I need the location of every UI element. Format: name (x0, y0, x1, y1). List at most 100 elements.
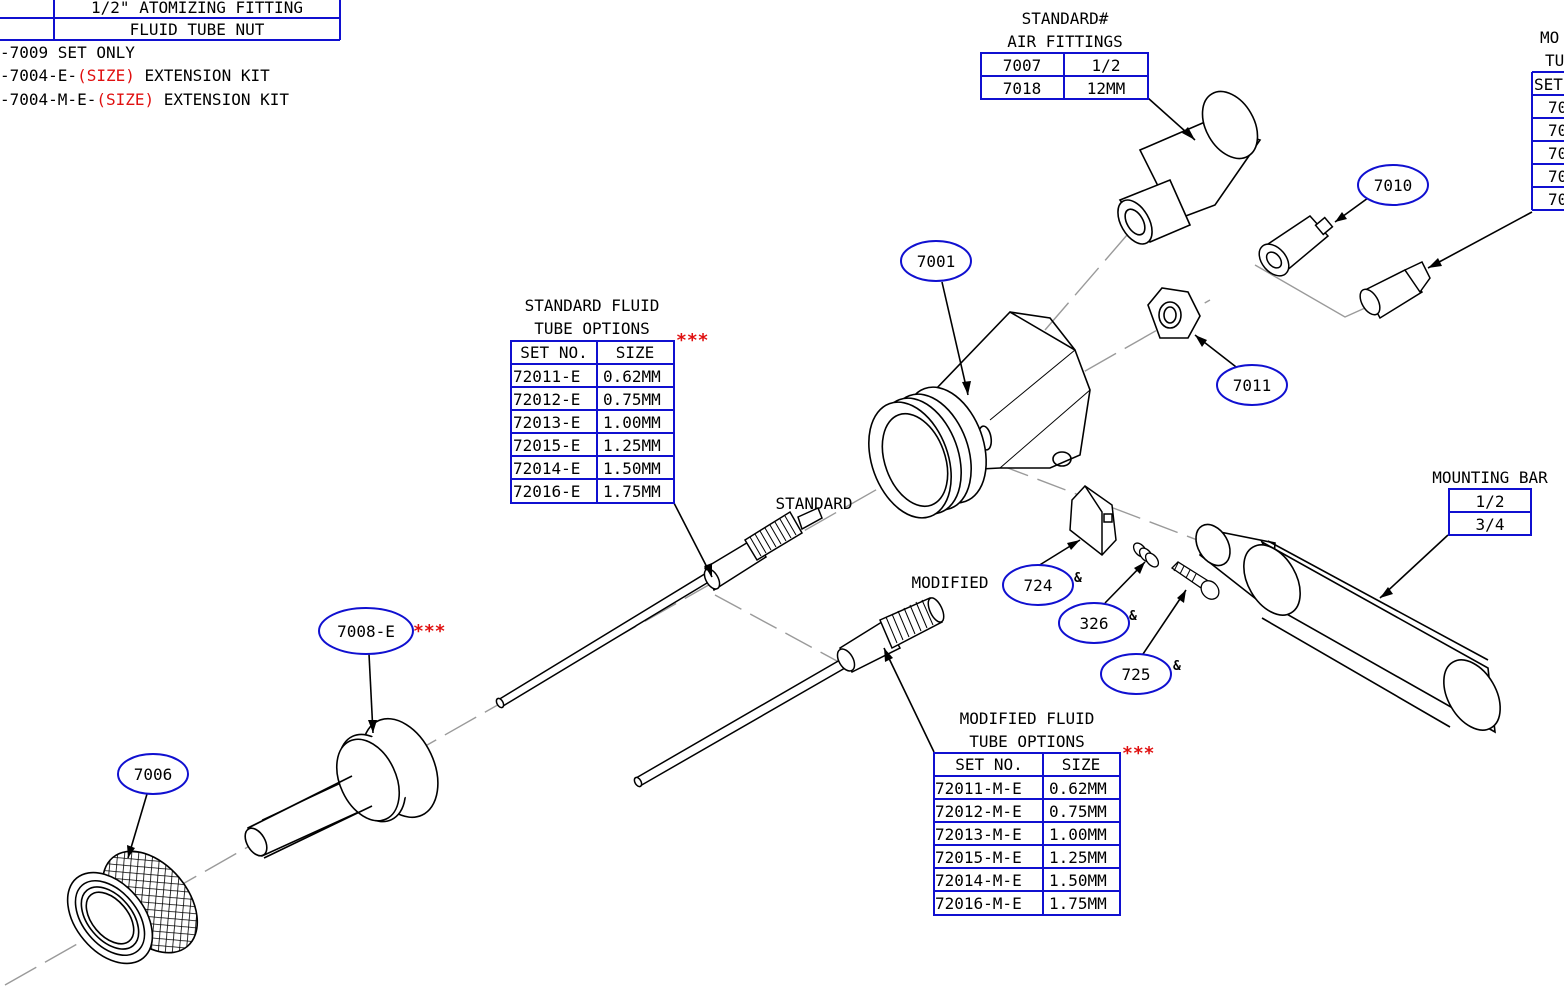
partial-title1: MO (1540, 28, 1559, 47)
callout-326-text: 326 (1080, 614, 1109, 633)
modified-fluid-tube-table: MODIFIED FLUID TUBE OPTIONS *** SET NO. … (933, 709, 1155, 916)
air-fittings-cell: 12MM (1087, 79, 1126, 98)
standard-fluid-cell: 72016-E (513, 482, 580, 501)
callout-7011-text: 7011 (1233, 376, 1272, 395)
ampersand-724: & (1074, 571, 1082, 586)
leader-arrowheads (127, 127, 1442, 858)
tube-fitting-part (1359, 261, 1431, 320)
air-fitting-part (1117, 90, 1262, 245)
legend-line2: -7004-E-(SIZE) EXTENSION KIT (0, 66, 270, 85)
callout-7001: 7001 (900, 240, 972, 282)
standard-fluid-title1: STANDARD FLUID (525, 296, 660, 315)
partial-cell: 70 (1548, 144, 1564, 163)
air-fittings-cell: 7007 (1003, 56, 1042, 75)
modified-fluid-title2: TUBE OPTIONS (969, 732, 1085, 751)
air-fittings-cell: 1/2 (1092, 56, 1121, 75)
standard-fluid-cell: 1.75MM (603, 482, 661, 501)
modified-fluid-cell: 1.00MM (1049, 825, 1107, 844)
standard-fluid-cell: 0.62MM (603, 367, 661, 386)
callout-7010: 7010 (1357, 164, 1429, 206)
top-left-legend: 1/2" ATOMIZING FITTING FLUID TUBE NUT -7… (0, 0, 341, 109)
standard-fluid-cell: 72015-E (513, 436, 580, 455)
callout-7010-text: 7010 (1374, 176, 1413, 195)
spring-part (1132, 542, 1160, 568)
partial-cell: 70 (1548, 167, 1564, 186)
modified-fluid-tube-part (633, 597, 945, 788)
modified-tube-partial-table: MO TU SET 70 70 70 70 70 (1531, 28, 1564, 211)
ampersand-725: & (1173, 659, 1181, 674)
callout-7008-e: 7008-E (318, 607, 414, 655)
fitting-7010-part (1258, 215, 1334, 277)
legend-row2: FLUID TUBE NUT (130, 20, 265, 39)
modified-fluid-cell: 1.50MM (1049, 871, 1107, 890)
partial-cell: 70 (1548, 98, 1564, 117)
modified-fluid-cell: 72015-M-E (935, 848, 1022, 867)
partial-cell: 70 (1548, 190, 1564, 209)
clamp-block-part (1069, 485, 1117, 557)
callout-725-text: 725 (1122, 665, 1151, 684)
air-fittings-title2: AIR FITTINGS (1007, 32, 1123, 51)
standard-fluid-header: SIZE (616, 343, 655, 362)
modified-fluid-cell: 1.25MM (1049, 848, 1107, 867)
callout-7001-text: 7001 (917, 252, 956, 271)
legend-line1: -7009 SET ONLY (0, 43, 135, 62)
modified-fluid-cell: 0.75MM (1049, 802, 1107, 821)
callout-7011: 7011 (1216, 364, 1288, 406)
mounting-bar-title: MOUNTING BAR (1432, 468, 1548, 487)
leader-lines (127, 97, 1533, 859)
air-fittings-cell: 7018 (1003, 79, 1042, 98)
air-fittings-title1: STANDARD# (1022, 9, 1109, 28)
ampersand-326: & (1129, 609, 1137, 624)
hex-nut-part (1147, 287, 1201, 339)
modified-fluid-stars: *** (1122, 743, 1155, 764)
modified-fluid-cell: 0.62MM (1049, 779, 1107, 798)
standard-fluid-stars: *** (676, 330, 709, 351)
callout-7006: 7006 (117, 753, 189, 795)
air-fittings-table: STANDARD# AIR FITTINGS 7007 1/2 7018 12M… (980, 9, 1149, 100)
partial-title2: TU (1545, 51, 1564, 70)
legend-line3: -7004-M-E-(SIZE) EXTENSION KIT (0, 90, 289, 109)
standard-label: STANDARD (775, 494, 852, 513)
mounting-bar-cell: 1/2 (1476, 492, 1505, 511)
atomizing-fitting-part (244, 717, 439, 859)
modified-fluid-cell: 72014-M-E (935, 871, 1022, 890)
modified-fluid-cell: 72011-M-E (935, 779, 1022, 798)
callout-725: 725 (1100, 653, 1172, 695)
standard-fluid-cell: 0.75MM (603, 390, 661, 409)
partial-header: SET (1534, 75, 1563, 94)
callout-7008-text: 7008-E (337, 622, 395, 641)
mounting-bar-table: MOUNTING BAR 1/2 3/4 (1432, 468, 1548, 536)
spray-body-part (868, 310, 1091, 519)
modified-fluid-cell: 1.75MM (1049, 894, 1107, 913)
standard-fluid-cell: 72013-E (513, 413, 580, 432)
standard-fluid-cell: 1.00MM (603, 413, 661, 432)
stars-7008: *** (413, 621, 446, 642)
modified-fluid-header: SET NO. (955, 755, 1022, 774)
screw-part (1170, 561, 1220, 600)
standard-fluid-tube-part (495, 506, 823, 709)
modified-fluid-cell: 72012-M-E (935, 802, 1022, 821)
partial-cell: 70 (1548, 121, 1564, 140)
legend-row1: 1/2" ATOMIZING FITTING (91, 0, 303, 17)
standard-fluid-cell: 1.25MM (603, 436, 661, 455)
callout-724: 724 (1002, 564, 1074, 606)
callout-326: 326 (1058, 602, 1130, 644)
standard-fluid-cell: 1.50MM (603, 459, 661, 478)
knurled-nut-part (66, 850, 199, 965)
modified-label: MODIFIED (911, 573, 988, 592)
standard-fluid-header: SET NO. (520, 343, 587, 362)
standard-fluid-cell: 72014-E (513, 459, 580, 478)
standard-fluid-title2: TUBE OPTIONS (534, 319, 650, 338)
modified-fluid-header: SIZE (1062, 755, 1101, 774)
modified-fluid-title1: MODIFIED FLUID (960, 709, 1095, 728)
standard-fluid-cell: 72012-E (513, 390, 580, 409)
standard-fluid-cell: 72011-E (513, 367, 580, 386)
mounting-bar-cell: 3/4 (1476, 515, 1505, 534)
modified-fluid-cell: 72013-M-E (935, 825, 1022, 844)
standard-fluid-tube-table: STANDARD FLUID TUBE OPTIONS *** SET NO. … (510, 296, 709, 504)
callout-7006-text: 7006 (134, 765, 173, 784)
callout-724-text: 724 (1024, 576, 1053, 595)
mounting-bar-part (1195, 523, 1501, 734)
